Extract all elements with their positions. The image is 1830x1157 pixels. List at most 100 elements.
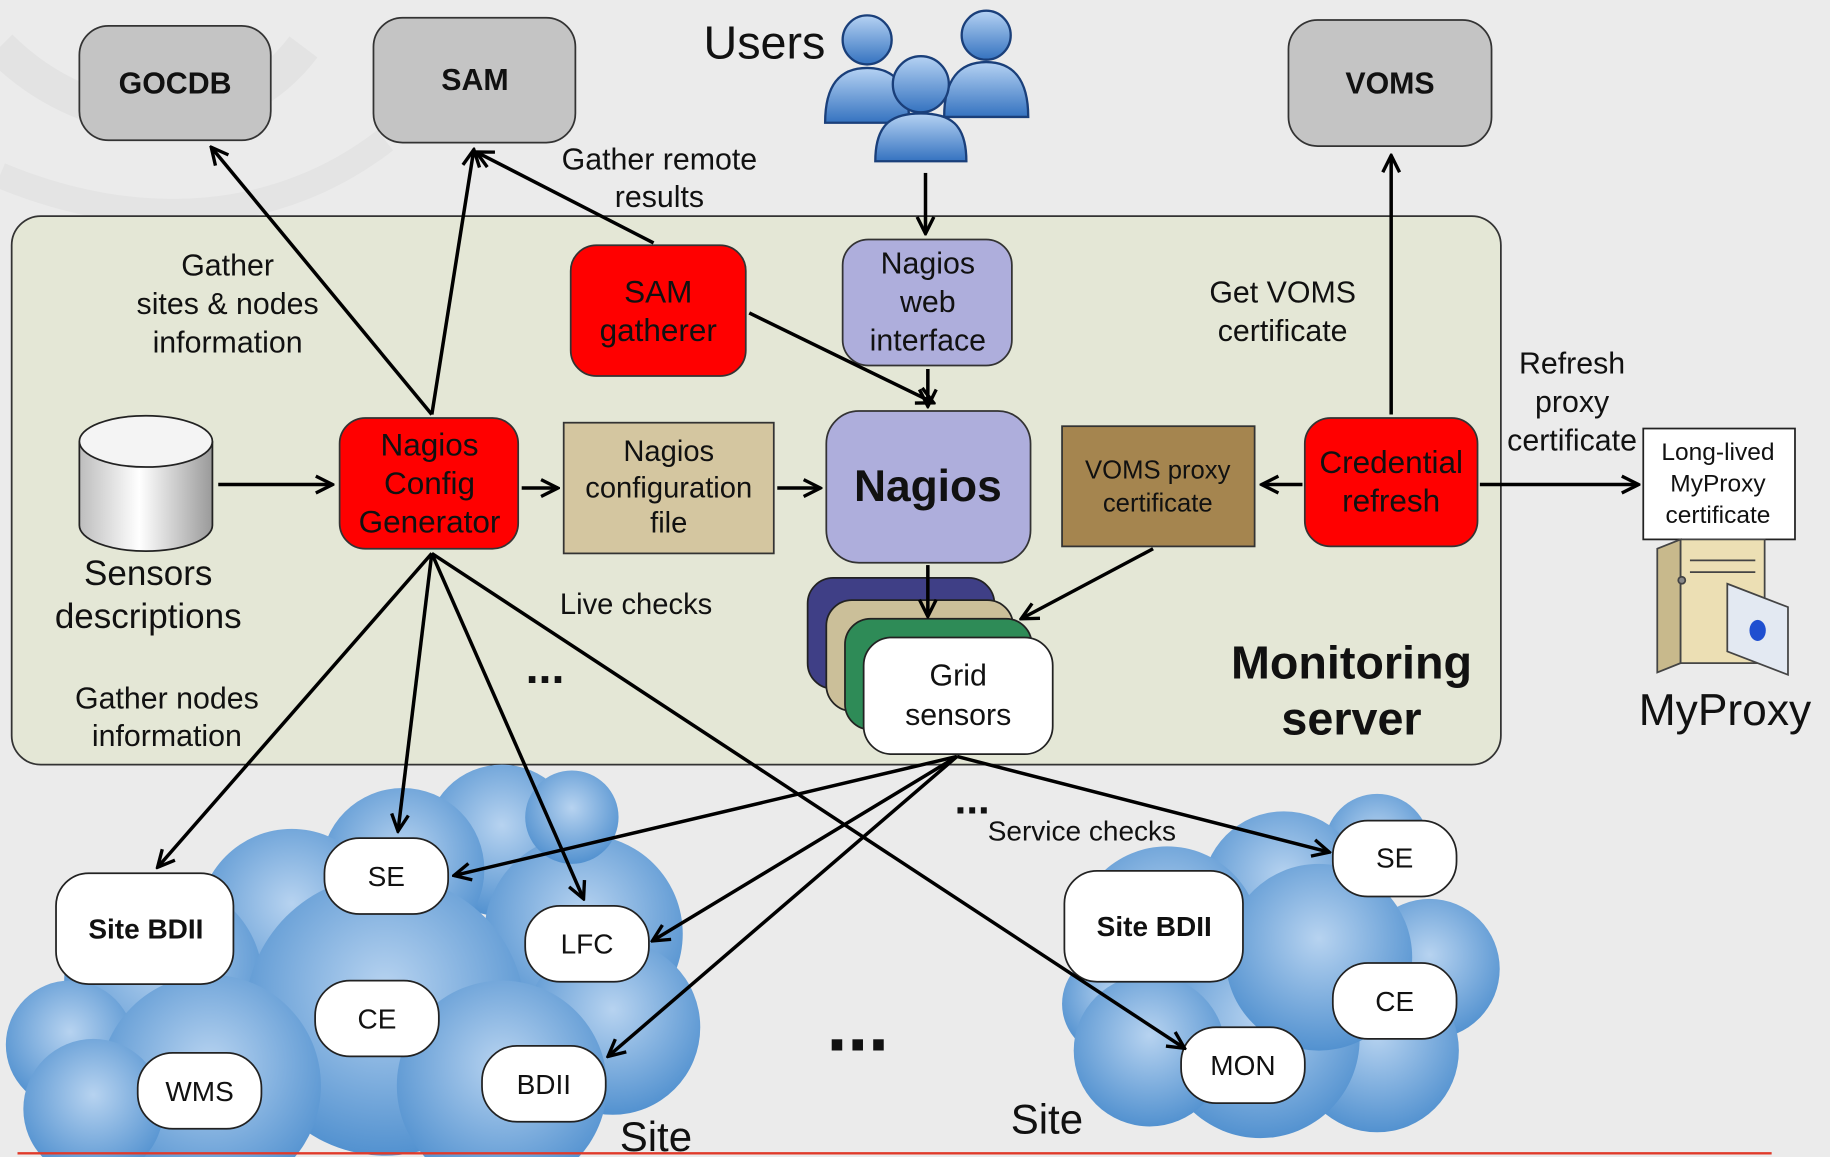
svg-text:Refresh: Refresh	[1519, 348, 1625, 381]
users-label: Users	[703, 17, 825, 69]
svg-text:proxy: proxy	[1535, 386, 1610, 419]
nagios-configuration-file-box: Nagios configuration file	[562, 421, 775, 555]
arrow-grid-sensors-to-lfc	[652, 754, 958, 940]
svg-text:Credential: Credential	[1319, 444, 1463, 480]
svg-text:CE: CE	[358, 1003, 397, 1034]
arrow-config-generator-to-sam	[430, 150, 474, 415]
monitoring-server-label: Monitoring server	[1231, 636, 1472, 744]
svg-text:MON: MON	[1210, 1050, 1275, 1081]
site-2-se-node: SE	[1331, 819, 1458, 898]
site-1-ce-node: CE	[314, 979, 440, 1058]
get-voms-certificate-label: Get VOMS certificate	[1209, 276, 1356, 348]
svg-text:VOMS proxy: VOMS proxy	[1085, 457, 1231, 485]
nagios-web-interface-box: Nagios web interface	[841, 238, 1013, 367]
nagios-config-generator-box: Nagios Config Generator	[338, 417, 520, 550]
svg-text:certificate: certificate	[1218, 315, 1348, 348]
ellipsis-more-sites: ...	[827, 983, 889, 1067]
sam-gatherer-box: SAM gatherer	[569, 244, 747, 377]
voms-label: VOMS	[1345, 68, 1434, 101]
svg-text:Generator: Generator	[359, 503, 501, 539]
svg-text:Gather nodes: Gather nodes	[75, 683, 259, 716]
arrow-sam-gatherer-to-sam	[476, 152, 655, 245]
svg-text:SAM: SAM	[624, 273, 692, 309]
svg-text:refresh: refresh	[1342, 482, 1440, 518]
svg-text:Nagios: Nagios	[380, 426, 478, 462]
svg-text:Nagios: Nagios	[854, 462, 1002, 511]
nagios-box: Nagios	[825, 410, 1032, 564]
arrow-grid-sensors-to-bdii	[608, 755, 959, 1056]
long-lived-myproxy-certificate-box: Long-lived MyProxy certificate	[1642, 427, 1796, 541]
svg-text:Site BDII: Site BDII	[1097, 911, 1212, 942]
arrow-config-generator-to-mon	[430, 551, 1185, 1048]
svg-text:Monitoring: Monitoring	[1231, 636, 1472, 688]
svg-text:information: information	[92, 720, 242, 753]
svg-text:gatherer: gatherer	[600, 312, 717, 348]
credential-refresh-box: Credential refresh	[1303, 417, 1479, 548]
svg-text:Config: Config	[384, 465, 475, 501]
svg-text:Site BDII: Site BDII	[88, 914, 203, 945]
site-2-mon-node: MON	[1180, 1026, 1306, 1104]
svg-text:information: information	[153, 327, 303, 360]
arrow-sam-gatherer-to-nagios	[748, 311, 933, 403]
service-checks-label: Service checks	[988, 816, 1176, 847]
grid-sensors-stack: Grid sensors	[806, 577, 1054, 756]
gocdb-label: GOCDB	[119, 68, 232, 101]
svg-text:configuration: configuration	[585, 472, 752, 504]
arrow-grid-sensors-to-site1-se	[454, 754, 958, 875]
site-1-se-node: SE	[323, 837, 450, 915]
voms-proxy-certificate-box: VOMS proxy certificate	[1061, 425, 1256, 548]
sam-label: SAM	[441, 64, 508, 97]
users-icon	[823, 9, 1030, 163]
sensors-descriptions-label: Sensors descriptions	[55, 554, 242, 636]
svg-text:certificate: certificate	[1103, 489, 1213, 517]
svg-text:certificate: certificate	[1666, 502, 1771, 529]
arrow-config-generator-to-se	[398, 553, 434, 831]
site-2-site-bdii-node: Site BDII	[1063, 869, 1244, 983]
svg-text:SE: SE	[368, 861, 405, 892]
live-checks-label: Live checks	[560, 589, 712, 621]
svg-text:Gather: Gather	[181, 250, 274, 283]
svg-text:results: results	[615, 181, 704, 214]
svg-text:file: file	[650, 507, 687, 539]
site-1-lfc-node: LFC	[524, 904, 650, 983]
arrow-grid-sensors-to-site2-se	[956, 754, 1329, 852]
gather-nodes-information-label: Gather nodes information	[75, 683, 259, 753]
ellipsis-live-checks: ...	[526, 641, 565, 693]
svg-text:CE: CE	[1375, 986, 1414, 1017]
svg-text:descriptions: descriptions	[55, 597, 242, 636]
site-2-label: Site	[1011, 1095, 1083, 1142]
site-2-ce-node: CE	[1331, 962, 1458, 1040]
svg-text:interface: interface	[870, 324, 986, 357]
svg-text:MyProxy: MyProxy	[1670, 471, 1766, 498]
arrows	[158, 147, 1639, 1056]
svg-text:LFC: LFC	[561, 929, 614, 960]
svg-text:BDII: BDII	[517, 1069, 571, 1100]
voms-box: VOMS	[1287, 19, 1493, 147]
site-1-site-bdii-node: Site BDII	[55, 872, 235, 985]
svg-text:web: web	[899, 286, 956, 319]
arrow-config-generator-to-lfc	[430, 552, 584, 898]
svg-text:Get VOMS: Get VOMS	[1209, 276, 1356, 309]
site-1-label: Site	[620, 1113, 692, 1157]
arrow-config-generator-to-gocdb	[211, 147, 434, 416]
grid-sensors-label: Grid	[930, 659, 987, 692]
svg-text:WMS: WMS	[165, 1076, 233, 1107]
site-1-bdii-node: BDII	[481, 1045, 607, 1123]
ellipsis-service-checks: ...	[955, 776, 990, 823]
svg-text:sensors: sensors	[905, 699, 1011, 732]
gocdb-box: GOCDB	[78, 25, 272, 142]
gather-sites-label: Gather sites & nodes information	[137, 250, 319, 360]
svg-text:Nagios: Nagios	[881, 247, 975, 280]
refresh-proxy-label: Refresh proxy certificate	[1507, 348, 1637, 458]
svg-text:Sensors: Sensors	[84, 554, 212, 593]
site-1-wms-node: WMS	[136, 1052, 263, 1130]
myproxy-label: MyProxy	[1639, 686, 1812, 735]
svg-text:server: server	[1281, 692, 1421, 744]
svg-text:sites & nodes: sites & nodes	[137, 288, 319, 321]
svg-text:SE: SE	[1376, 842, 1413, 873]
arrow-voms-proxy-to-grid-sensors	[1021, 547, 1154, 619]
svg-text:certificate: certificate	[1507, 425, 1637, 458]
sam-box: SAM	[372, 16, 577, 144]
myproxy-server-icon	[1656, 538, 1789, 677]
